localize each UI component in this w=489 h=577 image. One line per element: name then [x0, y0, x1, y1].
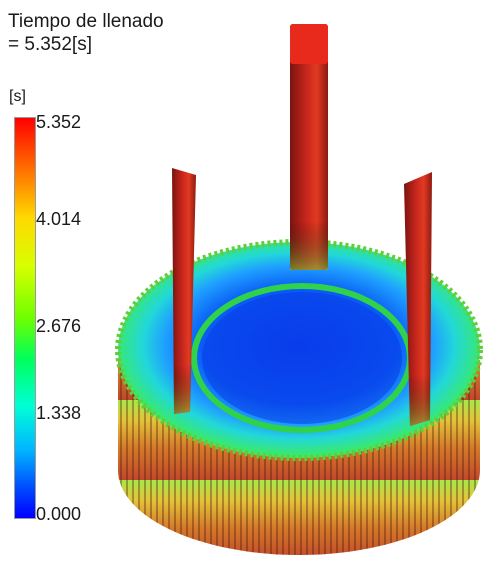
legend-tick-2: 1.338	[36, 403, 82, 423]
legend-unit: [s]	[9, 88, 26, 105]
gate-post-right	[404, 172, 432, 426]
gate-post-center	[290, 24, 328, 270]
result-title: Tiempo de llenado = 5.352[s]	[8, 10, 164, 56]
legend-tick-3: 2.676	[36, 316, 82, 336]
color-scale-bar	[14, 117, 36, 519]
legend-tick-min: 0.000	[36, 504, 82, 524]
gate-post-left	[172, 168, 196, 414]
result-value: = 5.352[s]	[8, 34, 92, 55]
result-name: Tiempo de llenado	[8, 11, 164, 32]
legend-tick-4: 4.014	[36, 209, 82, 229]
legend-tick-max: 5.352	[36, 112, 82, 132]
